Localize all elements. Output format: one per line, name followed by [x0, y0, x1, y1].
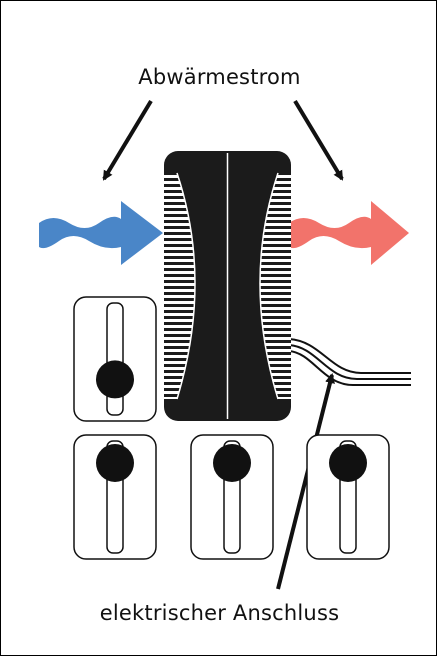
slider-bottom-middle-icon [190, 434, 274, 560]
slider-bottom-left-icon [73, 434, 157, 560]
waste-heat-label: Abwärmestrom [138, 65, 301, 89]
pointer-arrow-left [102, 99, 153, 181]
pointer-arrow-right [293, 99, 344, 181]
slider-bottom-right-knob [329, 444, 367, 482]
pointer-arrow-cable [276, 373, 335, 590]
electrical-cable [288, 338, 411, 386]
slider-top-left-knob [96, 360, 134, 399]
sliders-group [73, 296, 390, 560]
slider-bottom-right-icon [306, 434, 390, 560]
thermoelectric-generator-icon [164, 151, 291, 421]
heat-out-arrow-icon [289, 201, 409, 265]
heat-in-arrow-icon [39, 201, 163, 265]
slider-bottom-left-knob [96, 444, 134, 482]
electrical-connection-label: elektrischer Anschluss [99, 601, 340, 625]
slider-bottom-middle-knob [213, 444, 251, 482]
slider-top-left-icon [73, 296, 157, 422]
